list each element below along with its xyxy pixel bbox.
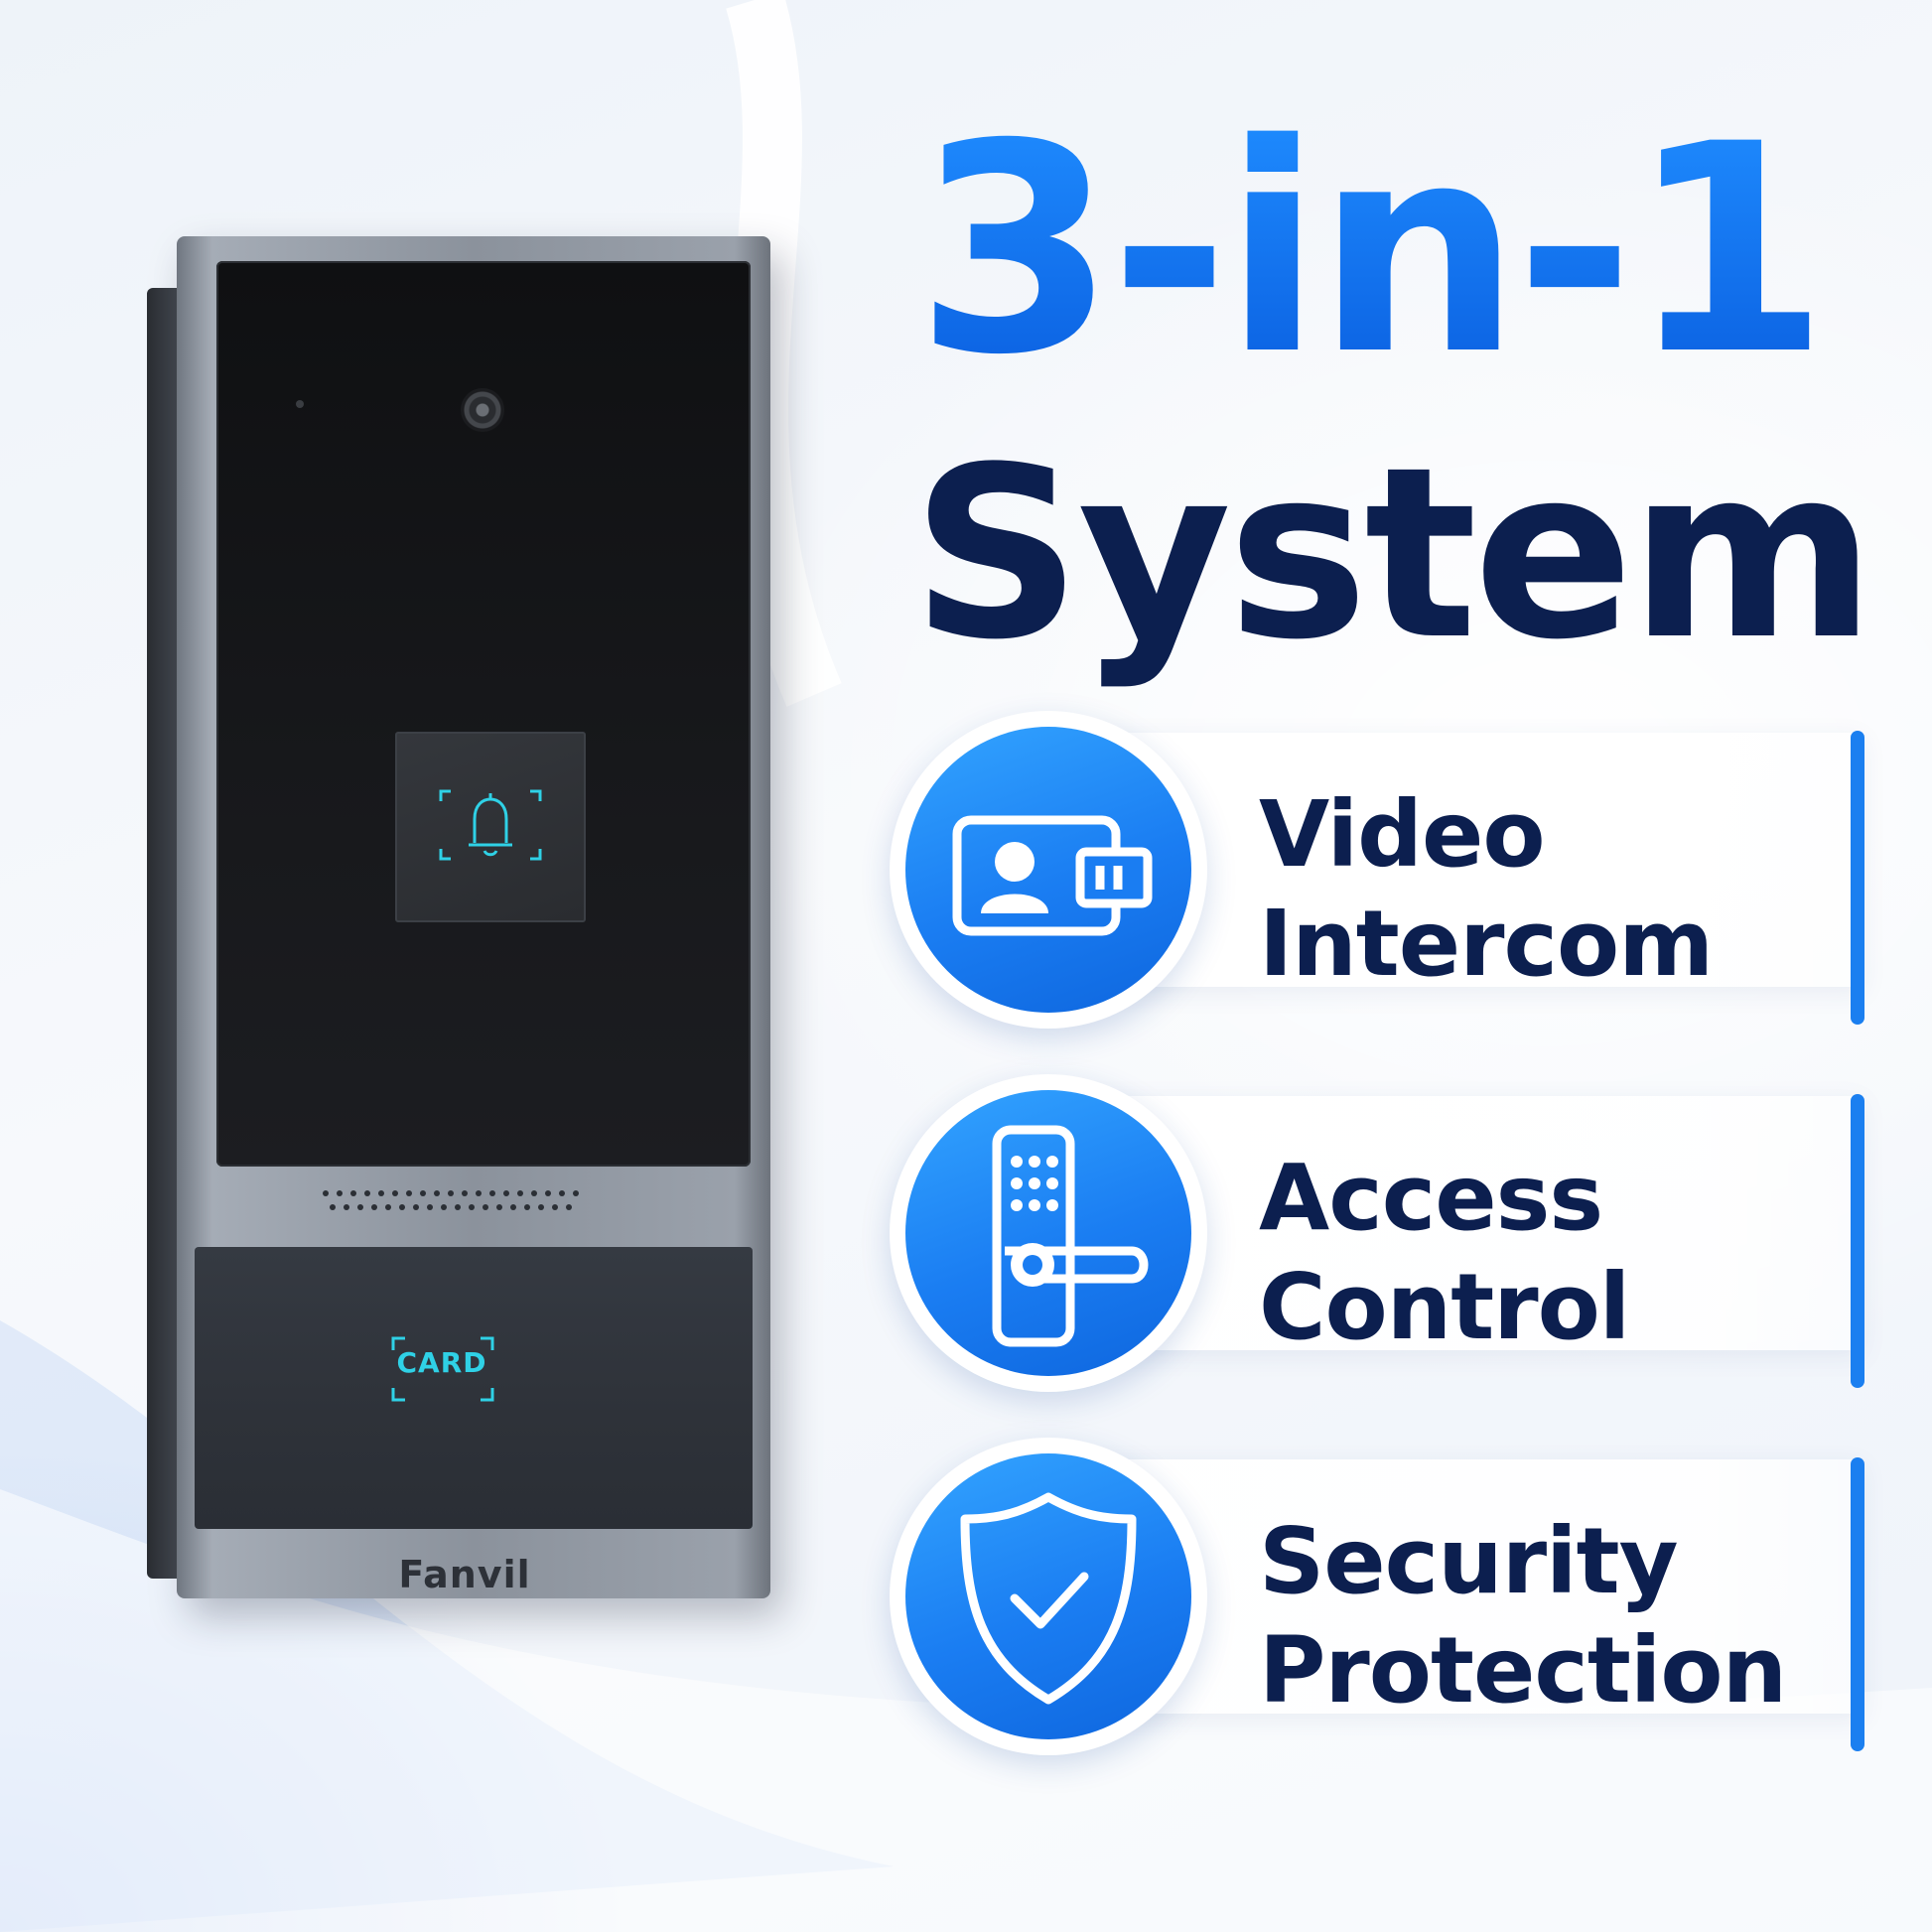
video-call-icon: [952, 815, 1153, 936]
feature-video-intercom: Video Intercom: [890, 711, 1882, 1029]
feature-icon-badge: [890, 1438, 1207, 1755]
device-frame: [177, 236, 770, 1598]
feature-accent-bar: [1851, 731, 1864, 1025]
feature-security-protection: Security Protection: [890, 1438, 1882, 1755]
feature-label: Access Control: [1259, 1145, 1630, 1360]
headline-3-in-1: 3-in-1: [915, 107, 1908, 395]
feature-label: Security Protection: [1259, 1508, 1787, 1724]
microphone-icon: [296, 400, 304, 408]
feature-accent-bar: [1851, 1457, 1864, 1751]
door-lock-icon: [992, 1125, 1149, 1347]
shield-check-icon: [960, 1492, 1137, 1705]
device-front-panel: [216, 261, 751, 1167]
card-reader-icon: [391, 1336, 494, 1402]
card-reader-panel: [195, 1247, 753, 1529]
speaker-grille: [323, 1190, 579, 1210]
feature-label: Video Intercom: [1259, 781, 1714, 997]
bell-icon: [439, 789, 542, 861]
feature-icon-badge: [890, 1074, 1207, 1392]
feature-accent-bar: [1851, 1094, 1864, 1388]
doorbell-button[interactable]: [395, 732, 586, 922]
intercom-device: CARD Fanvil: [147, 236, 772, 1598]
camera-lens-icon: [461, 388, 504, 432]
card-label: CARD: [396, 1346, 487, 1379]
brand-logo: Fanvil: [398, 1553, 531, 1596]
feature-access-control: Access Control: [890, 1074, 1882, 1392]
feature-icon-badge: [890, 711, 1207, 1029]
headline-system: System: [911, 417, 1875, 692]
